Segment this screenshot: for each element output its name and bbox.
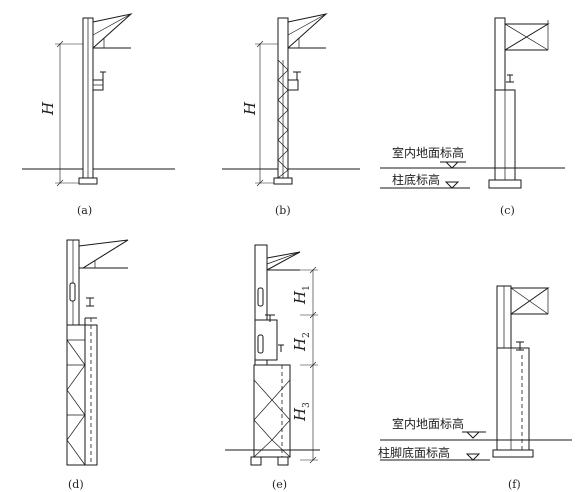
- lower-lattice-column-d: [66, 324, 98, 466]
- elevation-marker-base-c: [444, 181, 460, 189]
- column-base-b: [273, 177, 293, 185]
- figure-c: 室内地面标高 柱底标高 (c): [380, 17, 565, 217]
- lattice-b: [277, 59, 289, 179]
- lattice-d: [66, 339, 86, 466]
- column-foot-left-e: [250, 456, 262, 466]
- figure-a: H (a): [22, 13, 175, 217]
- column-foot-base-elevation-label-f: 柱脚底面标高: [378, 445, 450, 460]
- indoor-floor-elevation-label-c: 室内地面标高: [392, 145, 464, 160]
- h1-label-e: H1: [291, 285, 312, 305]
- dim-arrow-3-e: [309, 361, 317, 369]
- truss-web-c: [504, 23, 549, 51]
- caption-d: (d): [68, 478, 84, 491]
- caption-c: (c): [500, 204, 515, 217]
- manhole-d: [69, 282, 76, 302]
- dim-arrow-top-a: [56, 40, 64, 48]
- svg-text:H3: H3: [291, 402, 312, 422]
- caption-f: (f): [508, 478, 521, 491]
- elevation-marker-floor-f: [465, 431, 481, 439]
- indoor-floor-elevation-label-f: 室内地面标高: [392, 416, 464, 431]
- lower-column-f: [496, 347, 530, 451]
- dim-arrow-bottom-b: [256, 179, 264, 187]
- h3-label-e: H3: [291, 402, 312, 422]
- caption-b: (b): [275, 204, 291, 217]
- height-label-a: H: [39, 101, 57, 116]
- truss-web-a: [92, 13, 132, 36]
- dim-arrow-4-e: [309, 456, 317, 464]
- crane-bracket-b: [287, 79, 299, 91]
- elevation-marker-base-f: [465, 453, 481, 461]
- column-base-c: [488, 179, 522, 189]
- column-base-a: [78, 177, 98, 185]
- roof-truss-a: [92, 13, 133, 49]
- upper-column-c: [494, 17, 506, 91]
- elevation-marker-floor-c: [444, 161, 460, 169]
- truss-web-b: [287, 13, 327, 36]
- truss-web-e: [266, 251, 301, 265]
- roof-truss-e: [266, 251, 301, 271]
- lower-lattice-column-e: [253, 364, 291, 458]
- caption-a: (a): [77, 204, 92, 217]
- lattice-e2: [271, 379, 291, 458]
- figure-e: H1 H2 H3 (e): [225, 244, 320, 491]
- manhole-e: [257, 287, 264, 307]
- truss-web-d: [82, 239, 129, 269]
- figure-d: (d): [66, 239, 129, 491]
- caption-e: (e): [272, 478, 287, 491]
- height-label-b: H: [241, 101, 259, 116]
- svg-text:H1: H1: [291, 285, 312, 305]
- column-base-elevation-label-c: 柱底标高: [392, 172, 440, 187]
- h2-label-e: H2: [291, 332, 312, 352]
- dim-arrow-bottom-a: [56, 179, 64, 187]
- figure-f: 室内地面标高 柱脚底面标高 (f): [378, 285, 572, 491]
- column-foot-right-e: [277, 456, 289, 466]
- figure-b: H (b): [222, 13, 360, 217]
- svg-text:H2: H2: [291, 332, 312, 352]
- dim-arrow-top-b: [256, 40, 264, 48]
- dim-arrow-2-e: [309, 311, 317, 319]
- lattice-e1: [253, 379, 273, 458]
- roof-truss-b: [287, 13, 328, 49]
- column-foot-f: [492, 449, 534, 458]
- dim-arrow-1-e: [309, 266, 317, 274]
- manhole-e2: [257, 334, 264, 354]
- truss-web-f: [510, 287, 549, 315]
